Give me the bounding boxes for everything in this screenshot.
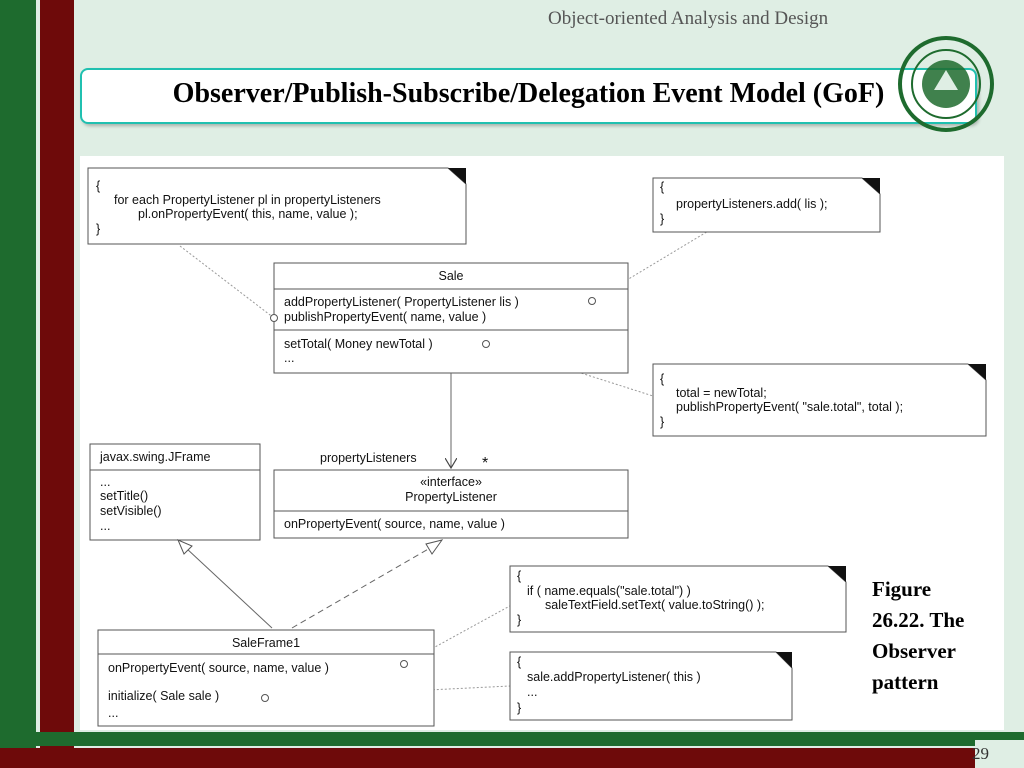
note-set-total-line-3: publishPropertyEvent( "sale.total", tota… (676, 400, 903, 414)
note-publish-line-2: for each PropertyListener pl in property… (114, 193, 381, 207)
note-initialize-line-4: } (517, 701, 521, 715)
note-add: { propertyListeners.add( lis ); } (652, 177, 881, 233)
note-set-total-line-1: { (660, 372, 664, 386)
note-publish: { for each PropertyListener pl in proper… (87, 167, 467, 245)
slide-title: Observer/Publish-Subscribe/Delegation Ev… (172, 78, 885, 109)
note-publish-line-4: } (96, 222, 100, 236)
caption-line-4: pattern (872, 670, 939, 694)
bottom-red-bar (0, 748, 1024, 768)
note-set-total-line-4: } (660, 415, 664, 429)
note-initialize-line-3: ... (527, 685, 537, 699)
note-add-line-3: } (660, 212, 664, 226)
uml-class-diagram: { for each PropertyListener pl in proper… (80, 156, 1004, 730)
note-on-event-line-3: saleTextField.setText( value.toString() … (545, 598, 765, 612)
saleframe-op-onevent: onPropertyEvent( source, name, value ) (108, 661, 329, 675)
note-set-total-line-2: total = newTotal; (676, 386, 767, 400)
sale-op-publish: publishPropertyEvent( name, value ) (284, 310, 486, 324)
jframe-class-name: javax.swing.JFrame (99, 450, 210, 464)
property-listener-interface: «interface» PropertyListener onPropertyE… (273, 469, 629, 539)
saleframe-onevent-note-anchor (400, 660, 408, 668)
inheritance-line (185, 547, 273, 629)
caption-line-1: Figure (872, 577, 932, 601)
university-seal-icon (898, 36, 994, 132)
jframe-op-4: ... (100, 519, 110, 533)
realization-arrowhead (425, 539, 444, 555)
saleframe-initialize-note-anchor (261, 694, 269, 702)
note-on-event-line-1: { (517, 569, 521, 583)
saleframe-op-initialize: initialize( Sale sale ) (108, 689, 219, 703)
interface-stereotype: «interface» (420, 475, 482, 489)
note-add-line-1: { (660, 180, 664, 194)
note-publish-line-1: { (96, 179, 100, 193)
page-number-box (975, 740, 1024, 768)
association-role: propertyListeners (320, 451, 417, 465)
jframe-op-3: setVisible() (100, 504, 162, 518)
page-number: 29 (972, 744, 989, 763)
sale-class: Sale addPropertyListener( PropertyListen… (273, 262, 629, 374)
course-title: Object-oriented Analysis and Design (548, 8, 829, 29)
jframe-op-2: setTitle() (100, 489, 148, 503)
interface-op: onPropertyEvent( source, name, value ) (284, 517, 505, 531)
note-on-event-line-2: if ( name.equals("sale.total") ) (527, 584, 691, 598)
left-green-bar (0, 0, 36, 768)
sale-class-name: Sale (438, 269, 463, 283)
saleframe-class-name: SaleFrame1 (232, 636, 300, 650)
sale-op-add: addPropertyListener( PropertyListener li… (284, 295, 519, 309)
note-on-event: { if ( name.equals("sale.total") ) saleT… (509, 565, 847, 633)
figure-caption: Figure 26.22. The Observer pattern (872, 574, 1002, 698)
note-initialize: { sale.addPropertyListener( this ) ... } (509, 651, 793, 721)
saleframe-op-ellipsis: ... (108, 706, 118, 720)
bottom-green-bar (0, 732, 1024, 746)
saleframe-class: SaleFrame1 onPropertyEvent( source, name… (97, 629, 435, 727)
association-multiplicity: * (482, 455, 488, 472)
jframe-op-1: ... (100, 475, 110, 489)
title-box: Observer/Publish-Subscribe/Delegation Ev… (80, 68, 977, 124)
note-add-line-2: propertyListeners.add( lis ); (676, 197, 827, 211)
sale-add-note-anchor (588, 297, 596, 305)
note-publish-line-3: pl.onPropertyEvent( this, name, value ); (138, 207, 358, 221)
note-set-total: { total = newTotal; publishPropertyEvent… (652, 363, 987, 437)
note-on-event-line-4: } (517, 613, 521, 627)
sale-publish-note-anchor (270, 314, 278, 322)
sale-op-ellipsis: ... (284, 351, 294, 365)
caption-line-3: Observer (872, 639, 956, 663)
realization-line (291, 547, 431, 629)
interface-name: PropertyListener (405, 490, 497, 504)
sale-settotal-note-anchor (482, 340, 490, 348)
note-initialize-line-2: sale.addPropertyListener( this ) (527, 670, 701, 684)
inheritance-arrowhead (177, 539, 193, 555)
caption-line-2: 26.22. The (872, 608, 965, 632)
left-red-bar (40, 0, 74, 768)
sale-op-settotal: setTotal( Money newTotal ) (284, 337, 433, 351)
note-initialize-line-1: { (517, 655, 521, 669)
jframe-class: javax.swing.JFrame ... setTitle() setVis… (89, 443, 261, 541)
